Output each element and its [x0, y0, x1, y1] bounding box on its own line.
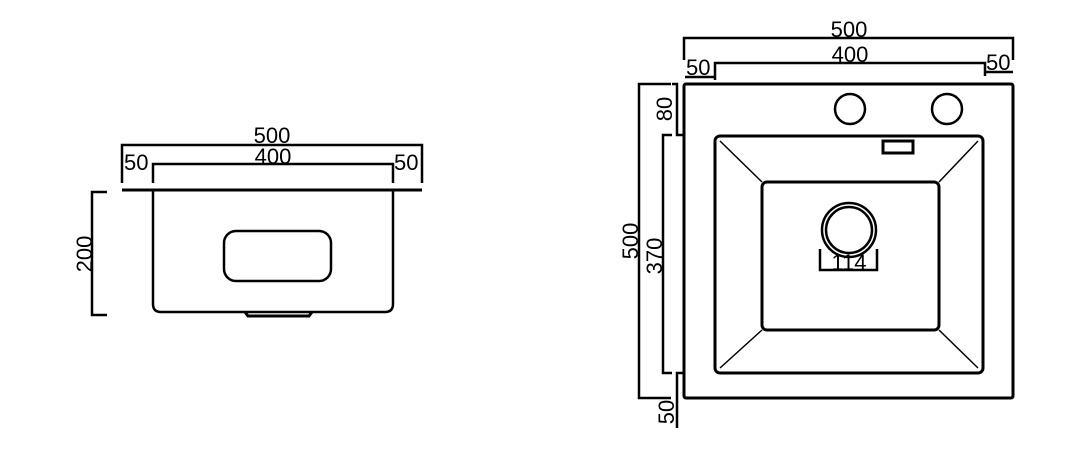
dimension-bowl-width: 400 [713, 42, 987, 80]
dimension-label: 370 [642, 238, 667, 275]
dimension-overall-width: 500 [120, 123, 424, 183]
drain-outlet [243, 311, 314, 318]
bowl-window [222, 229, 333, 283]
drain-inner [824, 205, 874, 255]
side-view: 500 400 50 50 200 [72, 123, 424, 318]
dimension-bowl-width: 400 [151, 144, 395, 183]
tap-hole [930, 92, 964, 126]
bowl-bottom [760, 180, 941, 332]
dimension-label: 80 [652, 97, 677, 121]
dimension-label: 500 [618, 223, 643, 260]
dimension-label: 50 [654, 400, 679, 424]
sink-outline [682, 82, 1015, 400]
dimension-overall-length: 500 [618, 82, 671, 400]
dimension-label: 400 [255, 144, 292, 169]
dimension-label-right-rim: 50 [394, 150, 418, 175]
dimension-label-left-rim: 50 [124, 150, 148, 175]
dimension-label: 114 [831, 250, 866, 275]
dimension-label: 400 [832, 42, 869, 67]
dimension-bottom-rim: 50 [654, 371, 683, 428]
dimension-label-left-rim: 50 [686, 55, 710, 80]
dimension-depth: 200 [72, 190, 107, 317]
dimension-label: 200 [72, 236, 97, 273]
top-view: 500 400 50 50 114 500 [618, 17, 1015, 428]
dimension-label: 500 [831, 17, 868, 42]
dimension-label-right-rim: 50 [986, 50, 1010, 75]
dimension-overall-width: 500 [682, 17, 1015, 60]
tap-hole [833, 92, 867, 126]
drain-outer [820, 201, 878, 259]
dimension-drain: 114 [818, 249, 879, 275]
bowl-slope-lines [719, 140, 979, 369]
dimension-bowl-length: 370 [642, 133, 672, 375]
bowl-outline [713, 134, 985, 375]
dimension-top-rim: 80 [652, 82, 683, 137]
bowl-body [151, 190, 395, 314]
overflow-slot [881, 139, 915, 155]
dimension-label: 500 [254, 123, 291, 148]
